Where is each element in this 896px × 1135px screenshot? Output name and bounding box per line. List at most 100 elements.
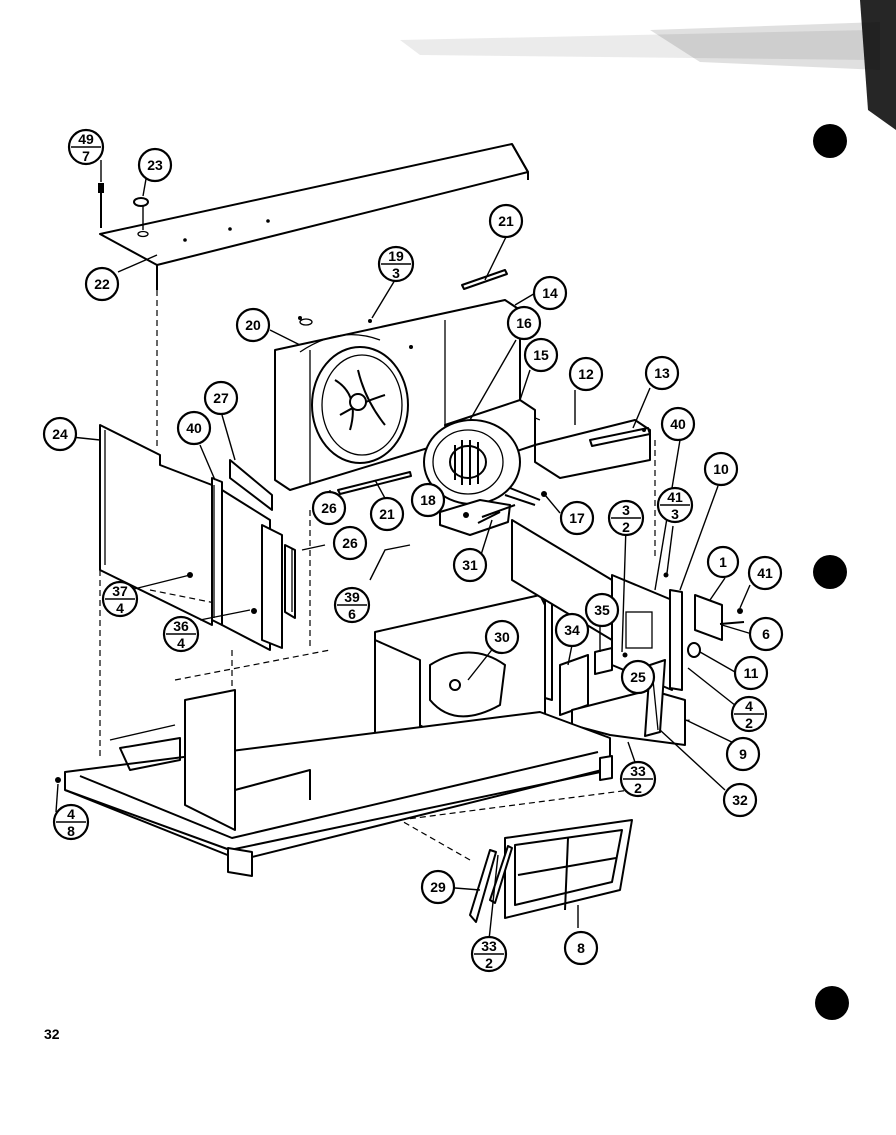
callout-34: 34: [554, 612, 590, 648]
svg-text:26: 26: [321, 500, 337, 516]
callout-40-left: 40: [176, 410, 212, 446]
binder-hole-bottom: [815, 986, 849, 1020]
svg-text:4: 4: [745, 698, 753, 714]
callout-13: 13: [644, 355, 680, 391]
callout-3-over-2: 32: [607, 499, 645, 537]
callout-4-over-8: 48: [52, 803, 90, 841]
svg-text:40: 40: [186, 420, 202, 436]
callout-8: 8: [563, 930, 599, 966]
svg-text:17: 17: [569, 510, 585, 526]
svg-text:41: 41: [757, 565, 773, 581]
svg-text:24: 24: [52, 426, 68, 442]
callout-23: 23: [137, 147, 173, 183]
base-pan: [55, 689, 613, 877]
callout-27: 27: [203, 380, 239, 416]
callout-21-bottom: 21: [369, 496, 405, 532]
rear-brace-12: [534, 419, 651, 479]
callout-9: 9: [725, 736, 761, 772]
svg-text:21: 21: [379, 506, 395, 522]
callout-31: 31: [452, 547, 488, 583]
svg-text:4: 4: [116, 600, 124, 616]
svg-text:15: 15: [533, 347, 549, 363]
svg-text:13: 13: [654, 365, 670, 381]
scan-edge-speckle: [400, 0, 896, 130]
svg-text:19: 19: [388, 248, 404, 264]
svg-text:4: 4: [67, 806, 75, 822]
callout-1: 1: [706, 545, 740, 579]
svg-text:18: 18: [420, 492, 436, 508]
callout-49-over-7: 497: [67, 128, 105, 166]
svg-text:9: 9: [739, 746, 747, 762]
svg-text:25: 25: [630, 669, 646, 685]
page-number: 32: [44, 1026, 60, 1042]
svg-text:32: 32: [732, 792, 748, 808]
svg-text:20: 20: [245, 317, 261, 333]
callout-26-upper: 26: [311, 490, 347, 526]
svg-text:2: 2: [634, 780, 642, 796]
svg-text:40: 40: [670, 416, 686, 432]
callout-21-top: 21: [488, 203, 524, 239]
callout-17: 17: [559, 500, 595, 536]
callout-29: 29: [420, 869, 456, 905]
svg-text:8: 8: [577, 940, 585, 956]
svg-text:22: 22: [94, 276, 110, 292]
callout-15: 15: [523, 337, 559, 373]
svg-text:26: 26: [342, 535, 358, 551]
svg-text:16: 16: [516, 315, 532, 331]
callout-25: 25: [620, 659, 656, 695]
air-filter: [469, 819, 633, 923]
svg-text:3: 3: [622, 502, 630, 518]
svg-text:31: 31: [462, 557, 478, 573]
svg-text:27: 27: [213, 390, 229, 406]
svg-text:33: 33: [630, 763, 646, 779]
top-cover-panel: [98, 143, 529, 290]
svg-text:7: 7: [82, 148, 90, 164]
svg-text:6: 6: [348, 606, 356, 622]
blower-assembly: [423, 399, 547, 536]
svg-text:23: 23: [147, 157, 163, 173]
callout-14: 14: [532, 275, 568, 311]
svg-text:30: 30: [494, 629, 510, 645]
callout-4-over-2: 42: [730, 695, 768, 733]
svg-text:29: 29: [430, 879, 446, 895]
callout-32: 32: [722, 782, 758, 818]
svg-text:3: 3: [671, 506, 679, 522]
binder-hole-top: [813, 124, 847, 158]
callout-30: 30: [484, 619, 520, 655]
callout-18: 18: [410, 482, 446, 518]
svg-text:14: 14: [542, 285, 558, 301]
svg-text:4: 4: [177, 635, 185, 651]
svg-text:34: 34: [564, 622, 580, 638]
callout-35: 35: [584, 592, 620, 628]
callout-11: 11: [733, 655, 769, 691]
svg-text:35: 35: [594, 602, 610, 618]
callout-36-over-4: 364: [162, 615, 200, 653]
callout-12: 12: [568, 356, 604, 392]
callout-6: 6: [748, 616, 784, 652]
svg-text:6: 6: [762, 626, 770, 642]
svg-text:36: 36: [173, 618, 189, 634]
svg-text:2: 2: [622, 519, 630, 535]
svg-text:49: 49: [78, 131, 94, 147]
svg-text:37: 37: [112, 583, 128, 599]
callout-19-over-3: 193: [377, 245, 415, 283]
callout-22: 22: [84, 266, 120, 302]
callout-10: 10: [703, 451, 739, 487]
binder-hole-middle: [813, 555, 847, 589]
svg-text:2: 2: [485, 955, 493, 971]
svg-text:8: 8: [67, 823, 75, 839]
svg-text:2: 2: [745, 715, 753, 731]
svg-text:21: 21: [498, 213, 514, 229]
callout-24: 24: [42, 416, 78, 452]
svg-text:33: 33: [481, 938, 497, 954]
callout-33-over-2-bottom: 332: [470, 935, 508, 973]
svg-text:3: 3: [392, 265, 400, 281]
callout-37-over-4: 374: [101, 580, 139, 618]
callout-41: 41: [747, 555, 783, 591]
callout-40-right: 40: [660, 406, 696, 442]
callout-41-over-3: 413: [656, 486, 694, 524]
callout-20: 20: [235, 307, 271, 343]
callout-26-lower: 26: [332, 525, 368, 561]
